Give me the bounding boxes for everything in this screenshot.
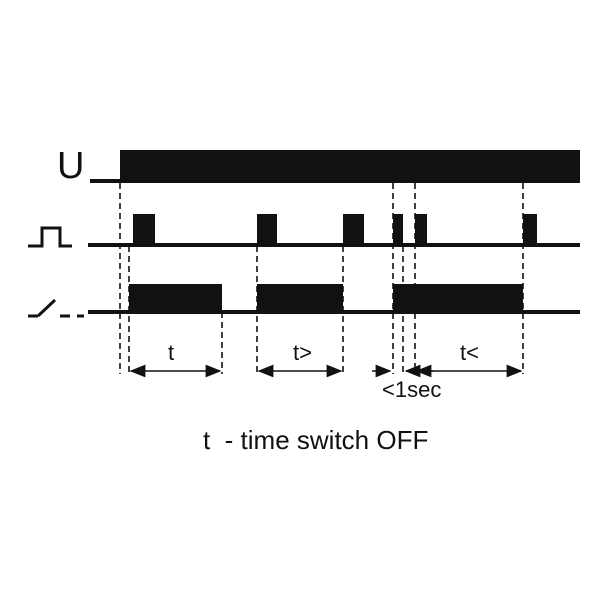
interval-t-greater-label: t>: [293, 340, 312, 365]
guide-lines: [119, 183, 524, 374]
interval-t-less-label: t<: [460, 340, 479, 365]
output-on-block: [393, 284, 523, 314]
short-gap-label: <1sec: [382, 377, 441, 402]
control-pulse: [133, 214, 155, 246]
supply-on-block: [120, 150, 580, 183]
control-pulse: [343, 214, 364, 246]
output-on-block: [129, 284, 222, 314]
switch-contact-icon: [28, 298, 84, 318]
control-pulse: [523, 214, 537, 246]
caption: t - time switch OFF: [203, 425, 428, 455]
control-pulse: [415, 214, 427, 246]
control-pulse: [257, 214, 277, 246]
control-pulse: [393, 214, 403, 246]
interval-t-label: t: [168, 340, 174, 365]
supply-voltage-label: U: [57, 145, 84, 187]
output-on-block: [257, 284, 343, 314]
pulse-icon: [28, 226, 72, 248]
